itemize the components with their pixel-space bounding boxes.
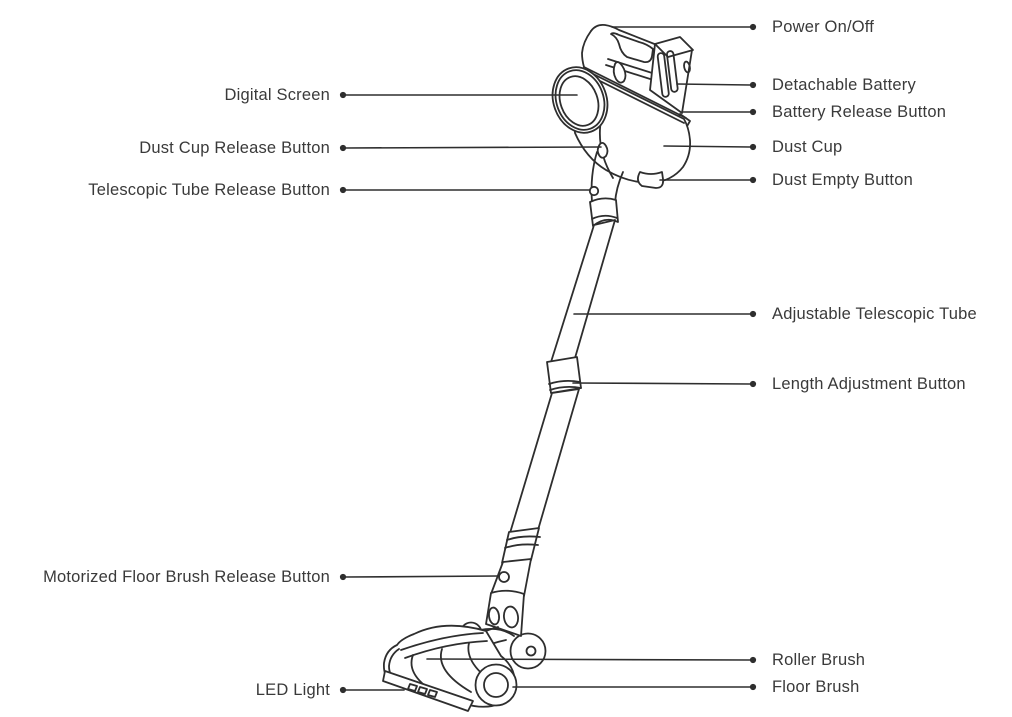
callout-dot-dust-empty-button xyxy=(749,176,757,184)
callout-dot-roller-brush xyxy=(749,656,757,664)
callout-dot-motorized-floor-brush-release-button xyxy=(339,573,347,581)
floor-brush-end-cap xyxy=(483,672,509,698)
callout-line-roller-brush xyxy=(426,658,751,661)
label-power-on-off: Power On/Off xyxy=(772,18,875,36)
led-lights xyxy=(407,683,438,698)
callout-dot-dust-cup xyxy=(749,143,757,151)
callout-dot-detachable-battery xyxy=(749,81,757,89)
callout-dot-battery-release-button xyxy=(749,108,757,116)
power-button xyxy=(612,61,627,84)
callout-dot-led-light xyxy=(339,686,347,694)
sole-plate xyxy=(382,670,474,712)
telescopic-tube-release-button xyxy=(588,185,600,197)
battery-group xyxy=(649,36,694,129)
label-dust-cup: Dust Cup xyxy=(772,138,843,156)
callout-line-motorized-floor-brush-release-button xyxy=(345,575,500,578)
label-dust-cup-release-button: Dust Cup Release Button xyxy=(139,139,330,157)
callout-dot-telescopic-tube-release-button xyxy=(339,186,347,194)
callout-dot-digital-screen xyxy=(339,91,347,99)
dust-cup-release-button xyxy=(596,141,609,159)
label-detachable-battery: Detachable Battery xyxy=(772,76,916,94)
label-floor-brush: Floor Brush xyxy=(772,678,860,696)
label-length-adjustment-button: Length Adjustment Button xyxy=(772,375,966,393)
callout-lines xyxy=(345,26,751,691)
digital-screen-face xyxy=(558,75,600,127)
callout-dot-length-adjustment-button xyxy=(749,380,757,388)
callout-line-length-adjustment-button xyxy=(572,382,751,385)
callout-line-dust-cup xyxy=(663,145,751,148)
label-telescopic-tube-release-button: Telescopic Tube Release Button xyxy=(88,181,330,199)
callout-dot-power-on-off xyxy=(749,23,757,31)
callout-line-dust-cup-release-button xyxy=(345,146,602,149)
callout-dot-dust-cup-release-button xyxy=(339,144,347,152)
motorized-floor-brush-release-button xyxy=(498,571,510,583)
telescopic-tube xyxy=(550,219,616,363)
callout-line-detachable-battery xyxy=(676,83,751,86)
callout-dots xyxy=(339,23,757,694)
callout-dot-floor-brush xyxy=(749,683,757,691)
label-dust-empty-button: Dust Empty Button xyxy=(772,171,913,189)
label-battery-release-button: Battery Release Button xyxy=(772,103,947,121)
motor-dust-cup-group xyxy=(551,66,692,204)
label-roller-brush: Roller Brush xyxy=(772,651,866,669)
label-motorized-floor-brush-release-button: Motorized Floor Brush Release Button xyxy=(43,568,330,586)
handle-group xyxy=(581,23,672,86)
callout-dot-adjustable-telescopic-tube xyxy=(749,310,757,318)
label-led-light: LED Light xyxy=(255,681,330,699)
label-adjustable-telescopic-tube: Adjustable Telescopic Tube xyxy=(772,305,977,323)
label-digital-screen: Digital Screen xyxy=(224,86,330,104)
floor-brush-group xyxy=(382,589,547,712)
dust-empty-button xyxy=(637,171,665,189)
battery-vents xyxy=(656,52,670,98)
tube-group xyxy=(490,185,619,597)
